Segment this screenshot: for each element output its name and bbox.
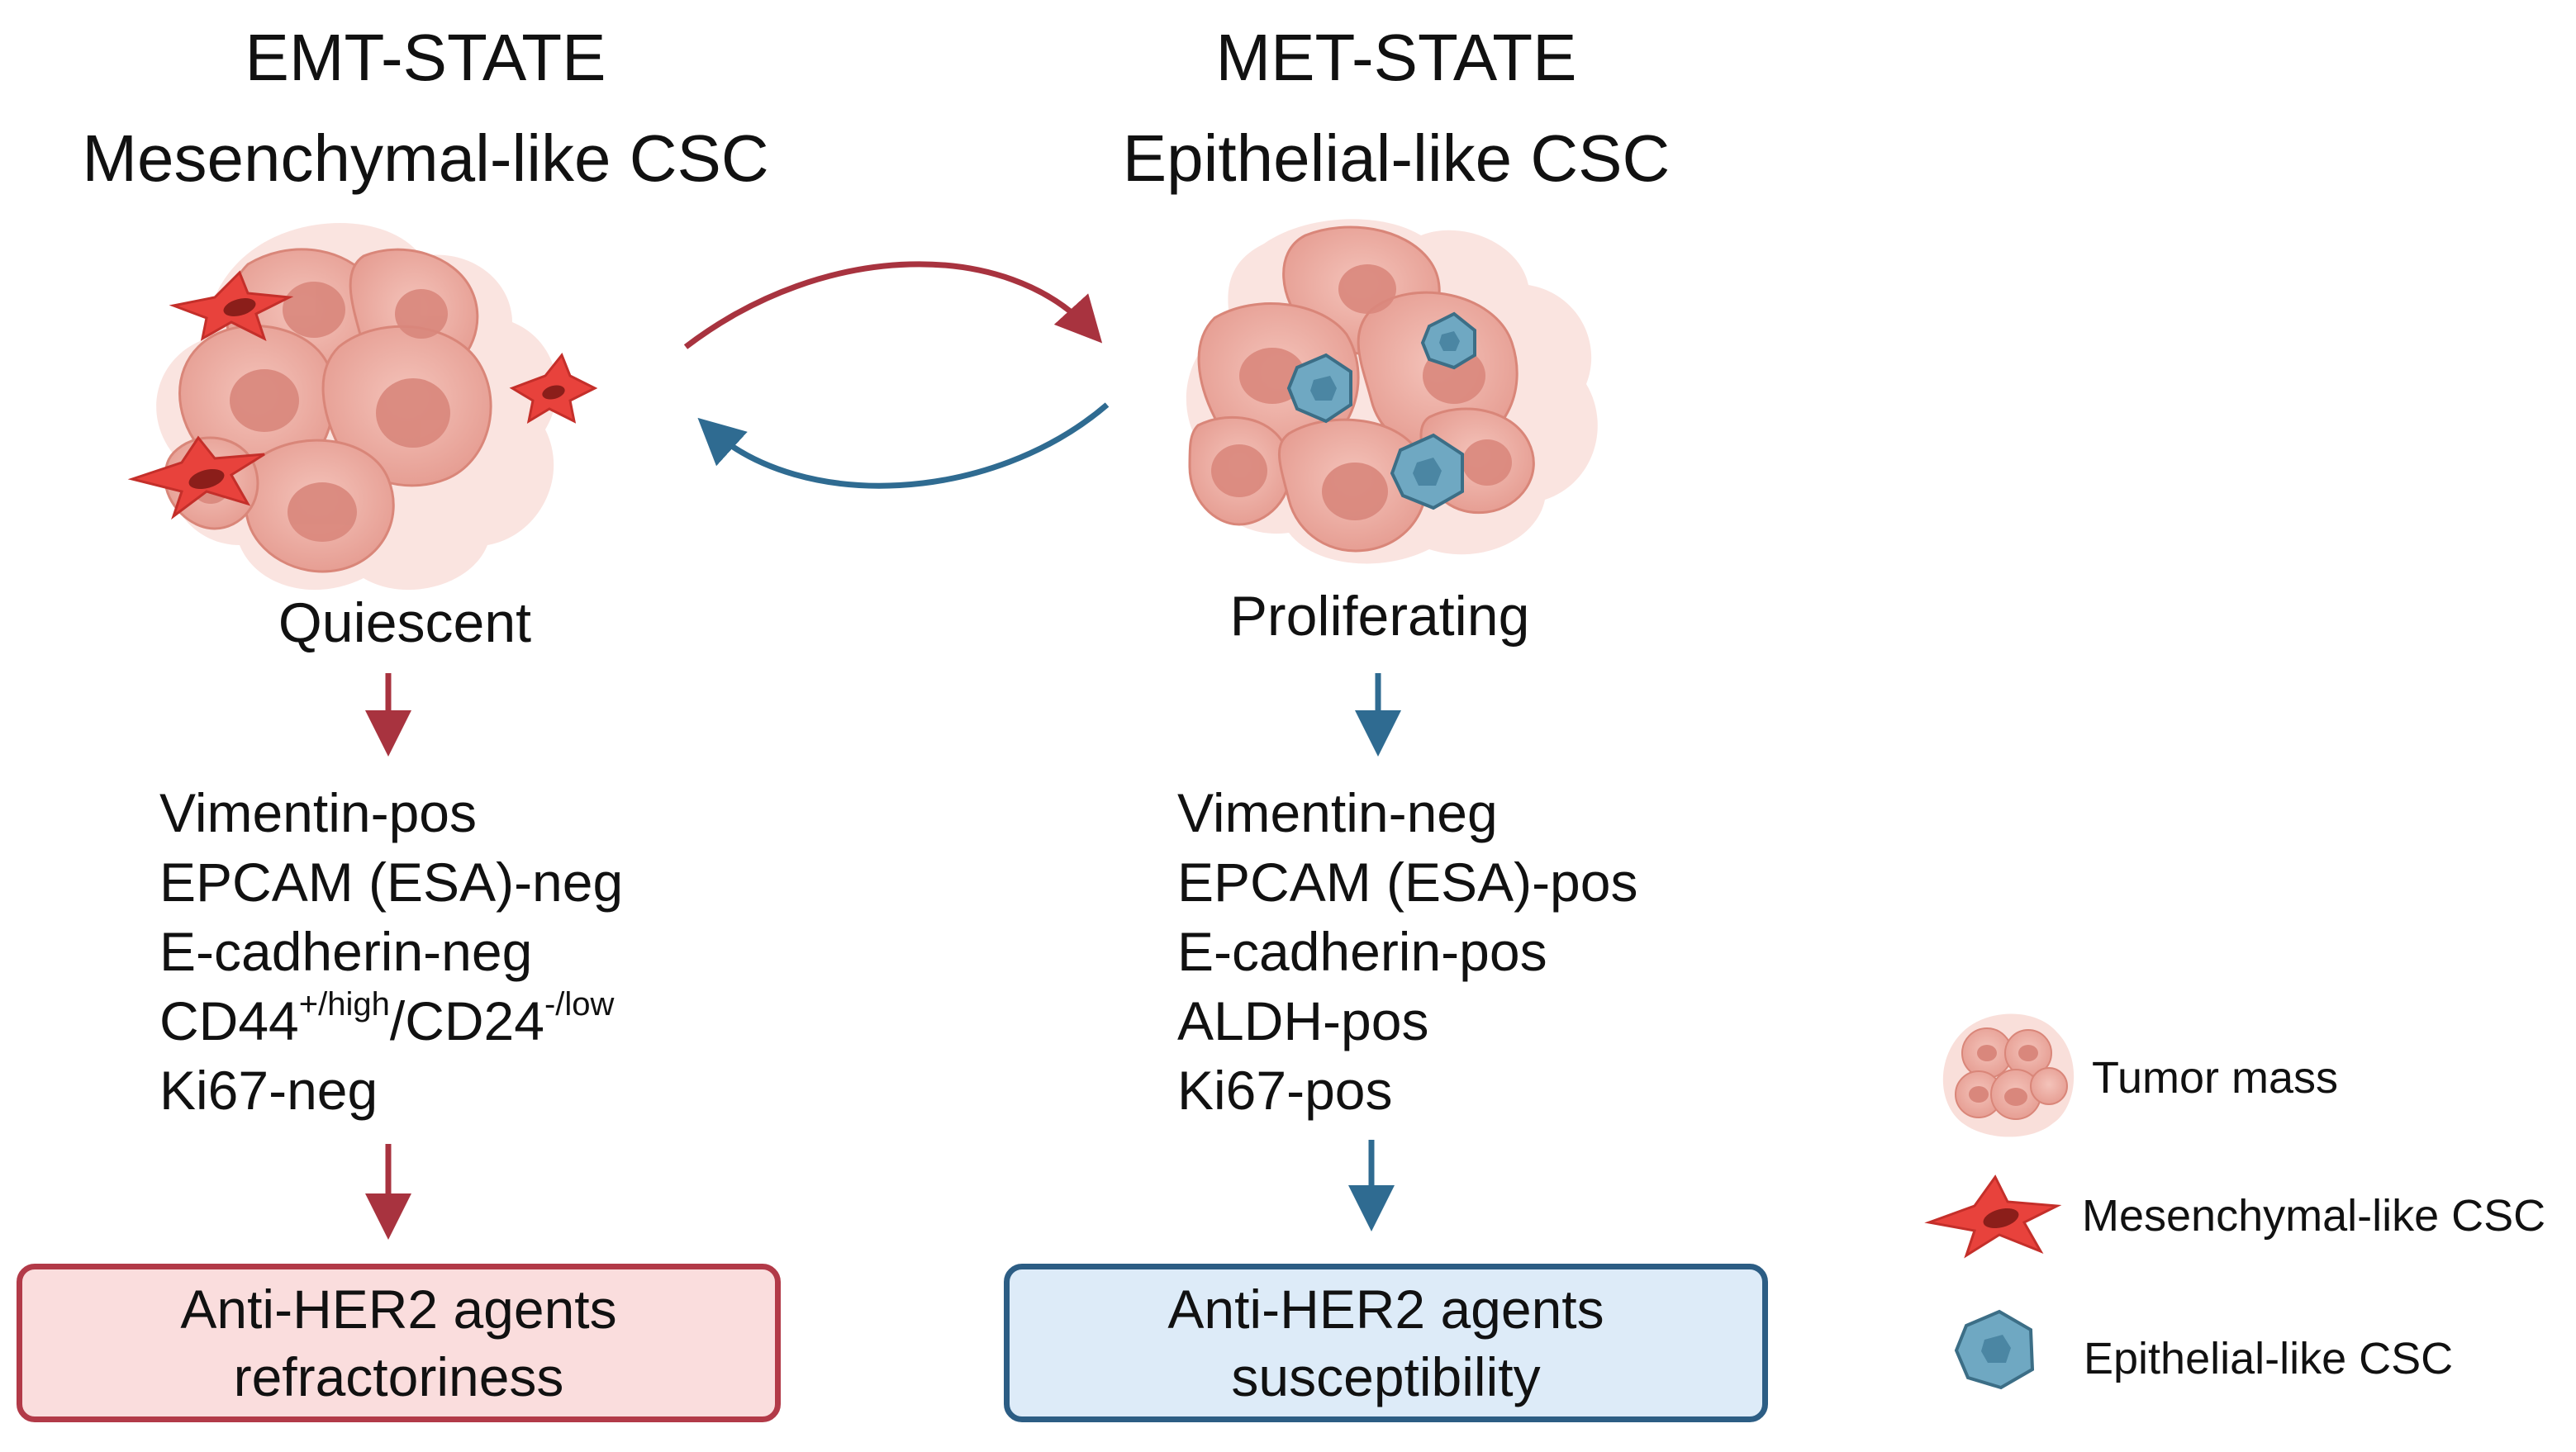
- legend-epithelial-label: Epithelial-like CSC: [2084, 1334, 2454, 1383]
- marker-cd44-sup: +/high: [298, 986, 390, 1023]
- met-tumor-mass-illustration: [1186, 219, 1598, 564]
- marker-cd24-sup: -/low: [544, 986, 615, 1023]
- mesenchymal-csc-title: Mesenchymal-like CSC: [82, 121, 769, 195]
- emt-marker-list: Vimentin-pos EPCAM (ESA)-neg E-cadherin-…: [159, 778, 623, 1125]
- outcome-line-1: Anti-HER2 agents: [1167, 1279, 1604, 1340]
- met-marker-list: Vimentin-neg EPCAM (ESA)-pos E-cadherin-…: [1177, 778, 1637, 1125]
- mesenchymal-nuclei: [188, 298, 565, 490]
- quiescent-label: Quiescent: [278, 591, 532, 654]
- met-to-emt-arrow: [697, 402, 1110, 489]
- emt-to-met-arrow: [683, 261, 1103, 349]
- emt-tumor-mass-illustration: [127, 223, 598, 591]
- marker-epcam: EPCAM (ESA)-neg: [159, 852, 624, 913]
- legend-mesenchymal-label: Mesenchymal-like CSC: [2082, 1191, 2546, 1241]
- marker-e-cadherin: E-cadherin-neg: [159, 921, 533, 982]
- outcome-line-2: refractoriness: [233, 1346, 564, 1407]
- emt-state-title: EMT-STATE: [245, 21, 606, 94]
- marker-cd44-cd24: CD44+/high/CD24-/low: [159, 986, 623, 1056]
- marker-epcam: EPCAM (ESA)-pos: [1177, 852, 1638, 913]
- marker-vimentin: Vimentin-pos: [159, 782, 477, 843]
- refractoriness-box: Anti-HER2 agents refractoriness: [17, 1264, 781, 1422]
- epithelial-csc-title: Epithelial-like CSC: [1122, 121, 1671, 195]
- epithelial-csc-legend-icon: [1954, 1309, 2035, 1390]
- marker-cd44: CD44: [159, 990, 299, 1051]
- outcome-line-1: Anti-HER2 agents: [180, 1279, 617, 1340]
- marker-aldh: ALDH-pos: [1177, 990, 1429, 1051]
- mesenchymal-csc-legend-icon: [1924, 1174, 2062, 1259]
- marker-e-cadherin: E-cadherin-pos: [1177, 921, 1547, 982]
- met-state-title: MET-STATE: [1215, 21, 1577, 94]
- outcome-line-2: susceptibility: [1231, 1346, 1541, 1407]
- susceptibility-box: Anti-HER2 agents susceptibility: [1004, 1264, 1768, 1422]
- marker-ki67: Ki67-neg: [159, 1060, 378, 1121]
- epithelial-nuclei: [1310, 331, 1460, 486]
- legend-tumor-mass-label: Tumor mass: [2092, 1053, 2339, 1103]
- marker-cd24: /CD24: [389, 990, 544, 1051]
- marker-ki67: Ki67-pos: [1177, 1060, 1393, 1121]
- tumor-mass-legend-icon: [1942, 1013, 2075, 1137]
- proliferating-label: Proliferating: [1229, 585, 1530, 648]
- marker-vimentin: Vimentin-neg: [1177, 782, 1498, 843]
